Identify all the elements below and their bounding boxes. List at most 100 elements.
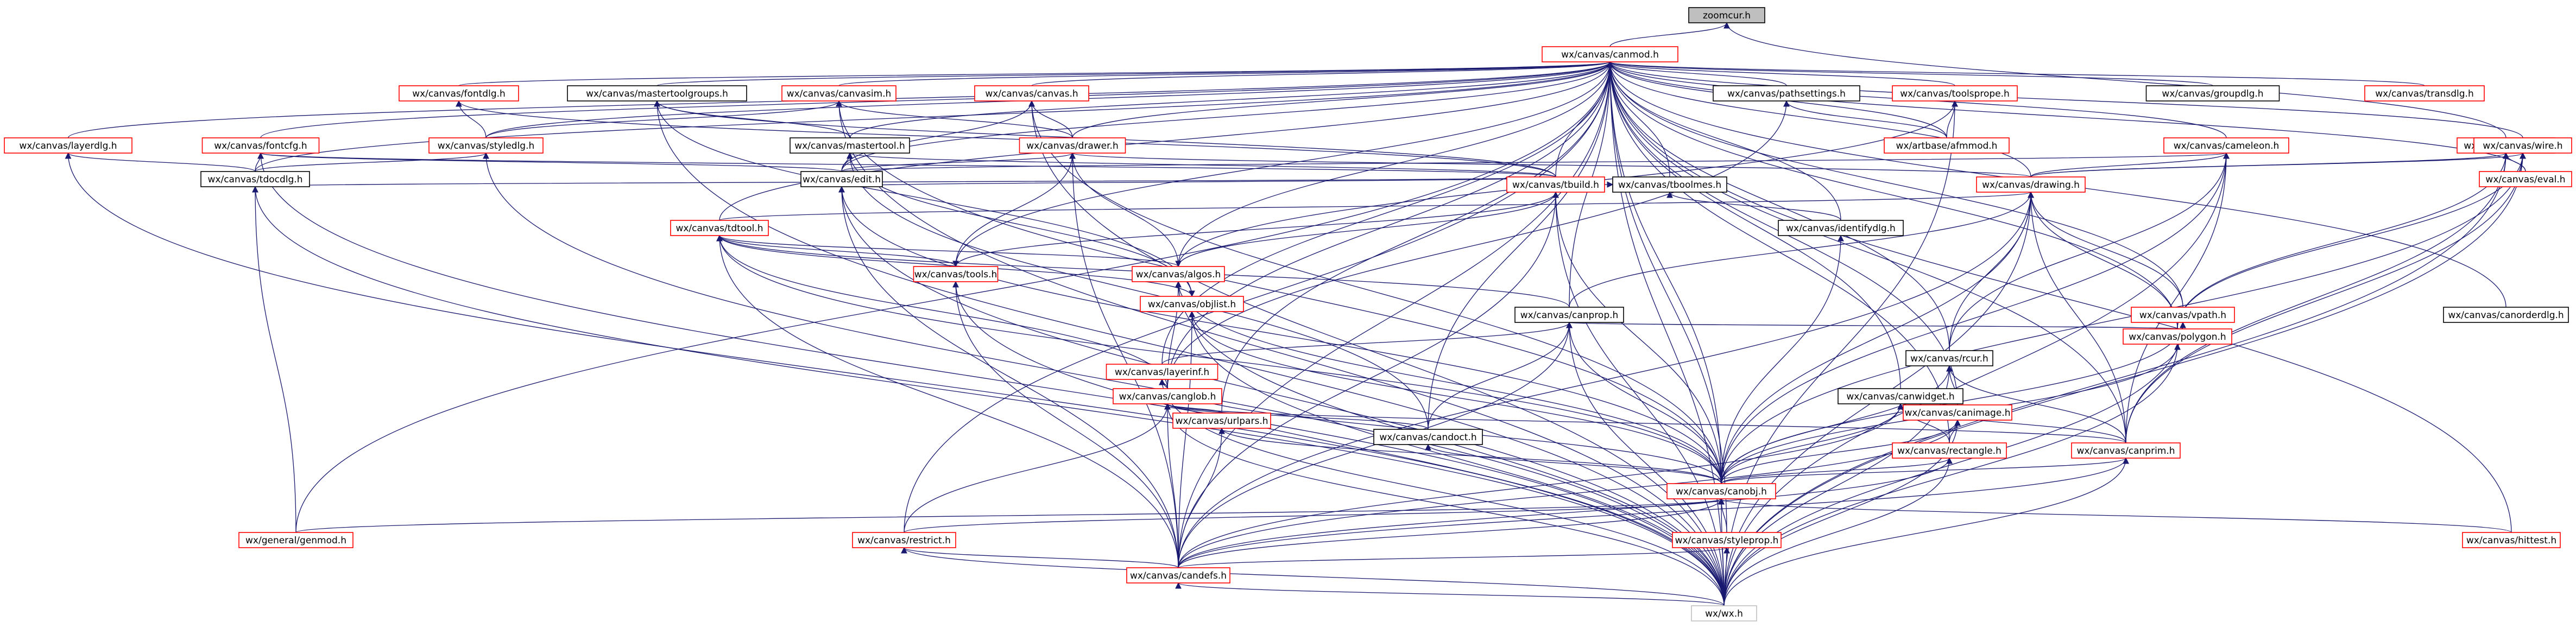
dependency-edge-styledlg-fontdlg (456, 100, 487, 138)
node-layerinf[interactable]: wx/canvas/layerinf.h (1106, 364, 1218, 380)
node-canglob[interactable]: wx/canvas/canglob.h (1113, 388, 1222, 404)
node-wire[interactable]: wx/canvas/wire.h (2473, 137, 2572, 154)
dependency-edge-wxh-vpath (1723, 321, 2186, 606)
dependency-edge-wxh-tools (952, 281, 1725, 606)
dependency-edge-wxh-canvas (1028, 100, 1725, 606)
node-label: wx/canvas/rcur.h (1910, 353, 1988, 364)
node-box (1126, 567, 1230, 583)
node-genmod[interactable]: wx/general/genmod.h (238, 532, 353, 548)
node-restrict[interactable]: wx/canvas/restrict.h (852, 532, 956, 548)
node-canmod[interactable]: wx/canvas/canmod.h (1542, 46, 1678, 62)
node-toolsprope[interactable]: wx/canvas/toolsprope.h (1892, 85, 2018, 102)
dependency-edge-wxh-polygon (1723, 343, 2181, 606)
node-zoomcur: zoomcur.h (1688, 7, 1765, 23)
node-artbase[interactable]: wx/artbase/afmmod.h (1884, 137, 2010, 154)
node-polygon[interactable]: wx/canvas/polygon.h (2123, 328, 2232, 345)
node-label: wx/canvas/objlist.h (1148, 299, 1236, 310)
node-mastertoolgroups[interactable]: wx/canvas/mastertoolgroups.h (567, 85, 747, 102)
dependency-edge-algos-canmod (1178, 61, 1613, 267)
dependency-edge-wxh-mastertoolgroups (654, 100, 1725, 606)
node-fontdlg[interactable]: wx/canvas/fontdlg.h (399, 85, 519, 102)
node-label: wx/canvas/drawer.h (1026, 141, 1118, 151)
dependency-edge-polygon-canvasmeta (2177, 152, 2509, 329)
node-box (238, 532, 353, 548)
node-wxh[interactable]: wx/wx.h (1691, 605, 1757, 621)
node-transdlg[interactable]: wx/canvas/transdlg.h (2364, 85, 2485, 102)
dependency-edge-restrict-canobj (904, 498, 1725, 533)
node-label: zoomcur.h (1703, 10, 1751, 21)
node-vpath[interactable]: wx/canvas/vpath.h (2131, 307, 2235, 323)
dependency-edge-candefs-canwidget (1178, 403, 1904, 568)
node-label: wx/canvas/drawing.h (1982, 180, 2080, 191)
dependency-edge-polygon-drawing (2028, 191, 2178, 329)
node-box (1172, 413, 1271, 429)
node-canwidget[interactable]: wx/canvas/canwidget.h (1838, 388, 1963, 404)
node-pathsettings[interactable]: wx/canvas/pathsettings.h (1713, 85, 1860, 102)
dependency-edge-wxh-candefs (1175, 582, 1725, 606)
dependency-edge-styleprop-canmod (1607, 61, 1727, 533)
node-label: wx/canvas/fontdlg.h (412, 88, 506, 99)
node-label: wx/canvas/algos.h (1136, 269, 1221, 280)
dependency-edge-mastertoolgroups-canmod (656, 61, 1613, 86)
node-box (1884, 137, 2010, 154)
node-tboolmes[interactable]: wx/canvas/tboolmes.h (1612, 176, 1727, 193)
node-groupdlg[interactable]: wx/canvas/groupdlg.h (2145, 85, 2280, 102)
dependency-edge-wxh-cameleon (1723, 152, 2230, 606)
node-drawer[interactable]: wx/canvas/drawer.h (1019, 137, 1126, 154)
node-fontcfg[interactable]: wx/canvas/fontcfg.h (201, 137, 320, 154)
dependency-edge-canprim-drawing (2028, 191, 2126, 443)
node-mastertool[interactable]: wx/canvas/mastertool.h (790, 137, 910, 154)
node-tdtool[interactable]: wx/canvas/tdtool.h (670, 220, 769, 236)
dependency-edge-canprim-wire (2125, 152, 2526, 443)
node-canprim[interactable]: wx/canvas/canprim.h (2071, 442, 2181, 459)
node-box (1976, 176, 2086, 193)
node-styledlg[interactable]: wx/canvas/styledlg.h (428, 137, 544, 154)
node-canvasim[interactable]: wx/canvas/canvasim.h (781, 85, 896, 102)
dependency-edge-candefs-drawer (1069, 152, 1179, 568)
dependency-edge-polygon-canmod (1607, 61, 2178, 329)
node-cameleon[interactable]: wx/canvas/cameleon.h (2163, 137, 2289, 154)
node-canimage[interactable]: wx/canvas/canimage.h (1903, 404, 2012, 421)
dependency-edge-candoct-mastertool (847, 152, 1429, 430)
node-canprop[interactable]: wx/canvas/canprop.h (1514, 307, 1624, 323)
node-identifydlg[interactable]: wx/canvas/identifydlg.h (1778, 220, 1904, 236)
node-eval[interactable]: wx/canvas/eval.h (2479, 171, 2572, 187)
dependency-edge-restrict-canmod (904, 61, 1613, 533)
node-rectangle[interactable]: wx/canvas/rectangle.h (1892, 442, 2007, 459)
dependency-edge-wxh-canprop (1566, 321, 1725, 606)
node-tbuild[interactable]: wx/canvas/tbuild.h (1506, 176, 1605, 193)
dependency-edge-canobj-objlist (1189, 310, 1722, 484)
node-urlpars[interactable]: wx/canvas/urlpars.h (1172, 413, 1271, 429)
node-box (1838, 388, 1963, 404)
node-canobj[interactable]: wx/canvas/canobj.h (1666, 483, 1776, 499)
node-hittest[interactable]: wx/canvas/hittest.h (2462, 532, 2561, 548)
node-candefs[interactable]: wx/canvas/candefs.h (1126, 567, 1230, 583)
dependency-edge-tboolmes-canmod (1607, 61, 1670, 177)
dependency-edge-canobj-candoct (1425, 443, 1722, 484)
node-canvas[interactable]: wx/canvas/canvas.h (974, 85, 1089, 102)
node-drawing[interactable]: wx/canvas/drawing.h (1976, 176, 2086, 193)
node-algos[interactable]: wx/canvas/algos.h (1132, 266, 1225, 282)
dependency-edge-wxh-canprim (1723, 457, 2129, 606)
node-layerdlg[interactable]: wx/canvas/layerdlg.h (4, 137, 132, 154)
dependency-edge-wxh-styledlg (483, 152, 1725, 606)
dependency-edge-wxh-tdocdlg (252, 186, 1725, 606)
node-tdocdlg[interactable]: wx/canvas/tdocdlg.h (200, 171, 310, 187)
dependency-edge-candefs-tdtool (716, 234, 1179, 568)
node-tools[interactable]: wx/canvas/tools.h (913, 266, 999, 282)
node-rcur[interactable]: wx/canvas/rcur.h (1905, 350, 1993, 366)
dependency-edge-candefs-objlist (1178, 310, 1195, 568)
node-edit[interactable]: wx/canvas/edit.h (800, 171, 883, 187)
node-label: wx/canvas/cameleon.h (2174, 141, 2280, 151)
node-canorderdlg[interactable]: wx/canvas/canorderdlg.h (2443, 307, 2569, 323)
dependency-edge-wxh-toolsprope (1723, 100, 1958, 606)
dependency-edge-wxh-canmod (1607, 61, 1725, 606)
node-candoct[interactable]: wx/canvas/candoct.h (1373, 429, 1483, 445)
dependency-edge-tbuild-fontdlg (456, 100, 1556, 177)
dependency-edge-rcur-canmod (1607, 61, 1950, 351)
dependency-edge-identifydlg-canmod (1607, 61, 1841, 221)
node-styleprop[interactable]: wx/canvas/styleprop.h (1672, 532, 1782, 548)
dependency-edge-styledlg-canvasim (485, 100, 842, 138)
node-objlist[interactable]: wx/canvas/objlist.h (1140, 296, 1244, 312)
